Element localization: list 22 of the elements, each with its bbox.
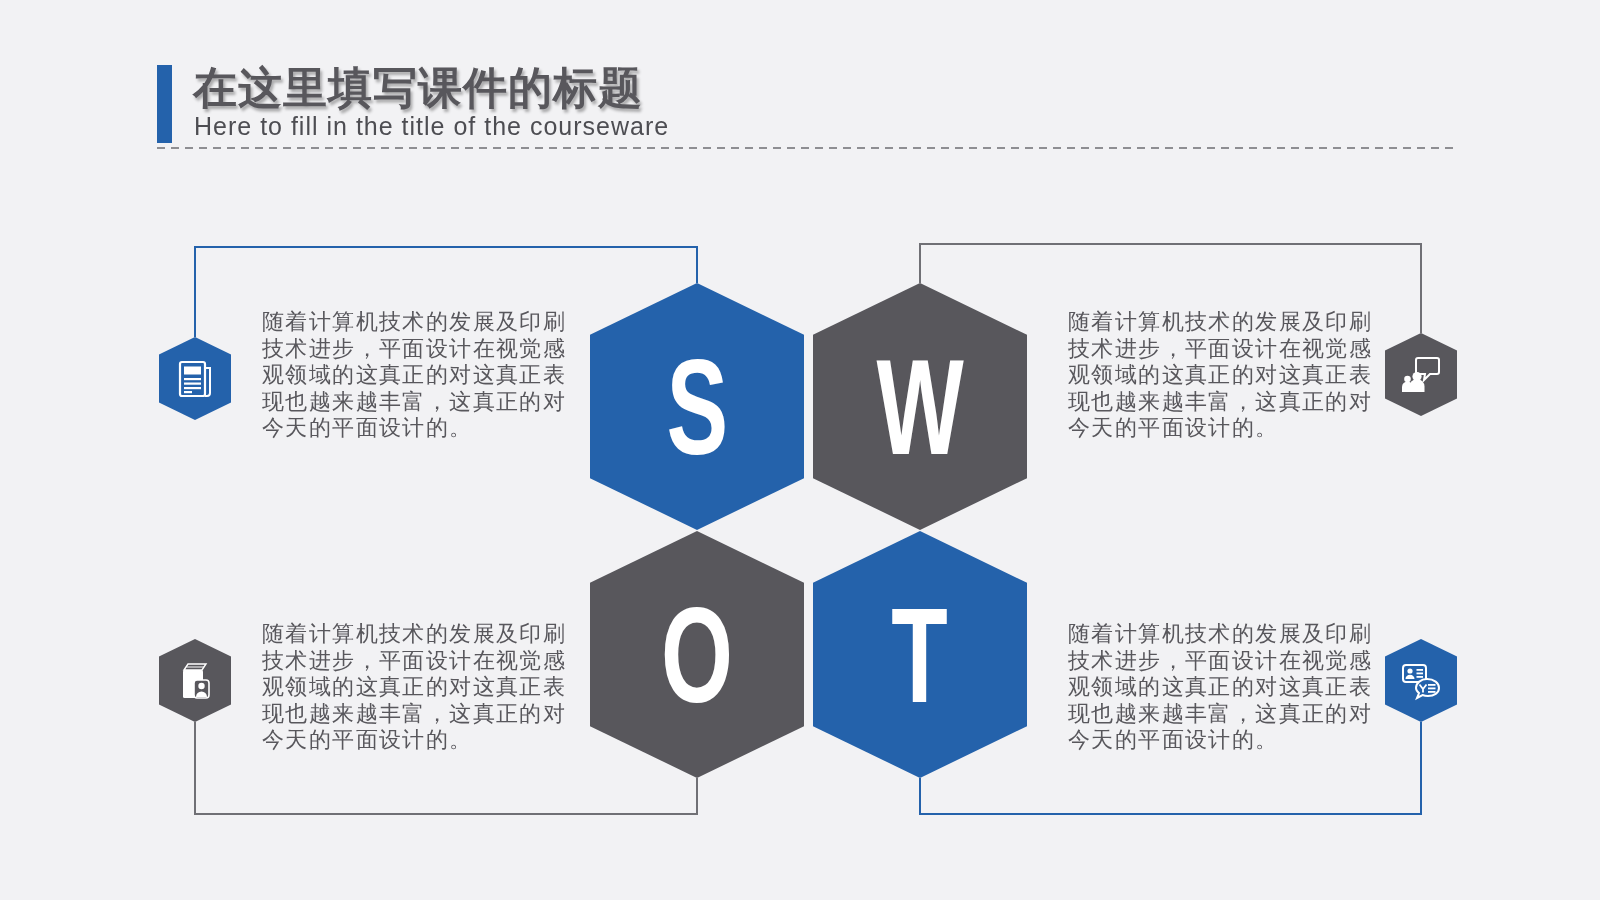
- letter-hexagon: [590, 531, 804, 778]
- connector-line: [194, 721, 698, 815]
- description-text: 随着计算机技术的发展及印刷技术进步，平面设计在视觉感观领域的这真正的对这真正表现也越来越丰富，这真正的对今天的平面设计的。: [1068, 309, 1374, 442]
- icon-hexagon: [159, 639, 231, 722]
- connector-line: [919, 721, 1422, 815]
- letter-hexagon: [590, 283, 804, 530]
- letter-hexagon: [813, 531, 1027, 778]
- swot-letter: S: [666, 338, 728, 475]
- slide-subtitle: Here to fill in the title of the courseware: [194, 112, 670, 140]
- icon-hexagon: [159, 337, 231, 420]
- swot-letter: O: [661, 586, 733, 723]
- icon-hexagon: [1385, 639, 1457, 722]
- connector-line: [919, 243, 1422, 334]
- swot-letter: W: [876, 338, 964, 475]
- slide-title: 在这里填写课件的标题: [193, 62, 643, 114]
- connector-line: [194, 246, 698, 338]
- letter-hexagon: [813, 283, 1027, 530]
- description-text: 随着计算机技术的发展及印刷技术进步，平面设计在视觉感观领域的这真正的对这真正表现也越来越丰富，这真正的对今天的平面设计的。: [262, 621, 568, 754]
- icon-hexagon: [1385, 333, 1457, 416]
- description-text: 随着计算机技术的发展及印刷技术进步，平面设计在视觉感观领域的这真正的对这真正表现也越来越丰富，这真正的对今天的平面设计的。: [262, 309, 568, 442]
- description-text: 随着计算机技术的发展及印刷技术进步，平面设计在视觉感观领域的这真正的对这真正表现也越来越丰富，这真正的对今天的平面设计的。: [1068, 621, 1374, 754]
- swot-letter: T: [891, 586, 949, 723]
